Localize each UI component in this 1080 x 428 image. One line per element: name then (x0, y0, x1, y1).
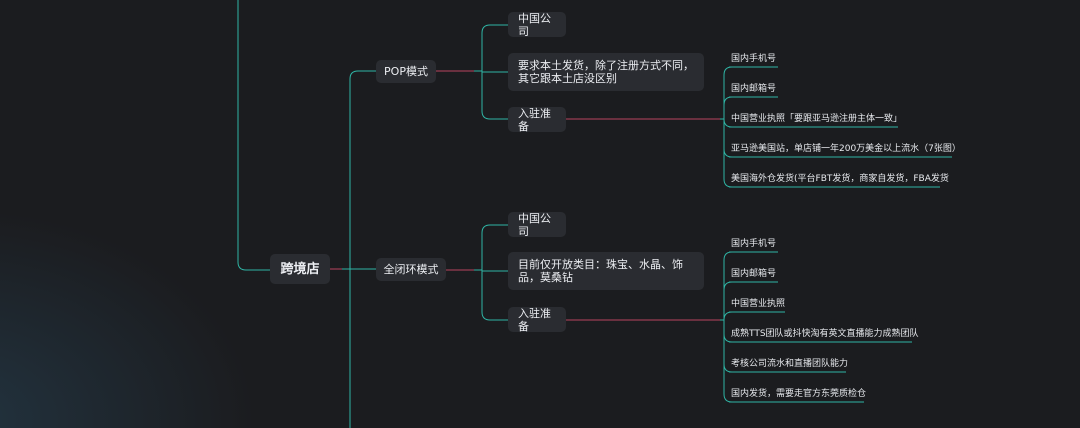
branch-link (349, 70, 376, 80)
leaf-item: 美国海外仓发货(平台FBT发货，商家自发货，FBA发货 (731, 174, 949, 184)
branch-label: 全闭环模式 (383, 263, 439, 276)
branch-pop-mode[interactable]: POP模式 (376, 60, 436, 83)
root-label: 跨境店 (280, 261, 320, 277)
topic-chinese-company[interactable]: 中国公司 (508, 211, 566, 238)
leaf-link (723, 96, 733, 106)
topic-open-categories[interactable]: 目前仅开放类目：珠宝、水晶、饰品，莫桑钻 (508, 252, 704, 290)
branch-label: POP模式 (384, 65, 428, 78)
topic-label: 入驻准备 (518, 306, 551, 333)
topic-link (481, 224, 508, 234)
root-incoming-link (237, 0, 270, 271)
leaf-link (723, 66, 733, 76)
leaf-item: 国内手机号 (731, 54, 777, 64)
leaf-item: 考核公司流水和直播团队能力 (731, 359, 849, 369)
leaf-item: 国内发货，需要走官方东莞质检仓 (731, 389, 867, 399)
topic-label: 中国公司 (518, 211, 551, 238)
leaf-link (723, 311, 733, 321)
topic-local-shipping[interactable]: 要求本土发货，除了注册方式不同，其它跟本土店没区别 (508, 53, 704, 91)
branch-closed-loop-mode[interactable]: 全闭环模式 (376, 258, 446, 281)
topic-link (481, 110, 508, 120)
leaf-item: 中国营业执照 (731, 299, 786, 309)
leaf-item: 亚马逊美国站，单店铺一年200万美金以上流水（7张图） (731, 144, 961, 154)
topic-chinese-company[interactable]: 中国公司 (508, 11, 566, 38)
topic-onboarding-prep[interactable]: 入驻准备 (508, 106, 566, 133)
leaf-item: 国内手机号 (731, 239, 777, 249)
leaf-item: 成熟TTS团队或抖快淘有英文直播能力成熟团队 (731, 329, 919, 339)
leaf-item: 中国营业执照「要跟亚马逊注册主体一致」 (731, 114, 903, 124)
root-node[interactable]: 跨境店 (270, 254, 330, 284)
topic-link (481, 311, 508, 321)
topic-onboarding-prep[interactable]: 入驻准备 (508, 306, 566, 333)
leaf-item: 国内邮箱号 (731, 269, 777, 279)
topic-label: 目前仅开放类目：珠宝、水晶、饰品，莫桑钻 (518, 258, 683, 284)
topic-label: 要求本土发货，除了注册方式不同，其它跟本土店没区别 (518, 59, 694, 85)
leaf-link (723, 251, 733, 261)
leaf-link (723, 281, 733, 291)
topic-label: 中国公司 (518, 11, 551, 38)
leaf-item: 国内邮箱号 (731, 84, 777, 94)
topic-label: 入驻准备 (518, 106, 551, 133)
topic-link (481, 24, 508, 34)
